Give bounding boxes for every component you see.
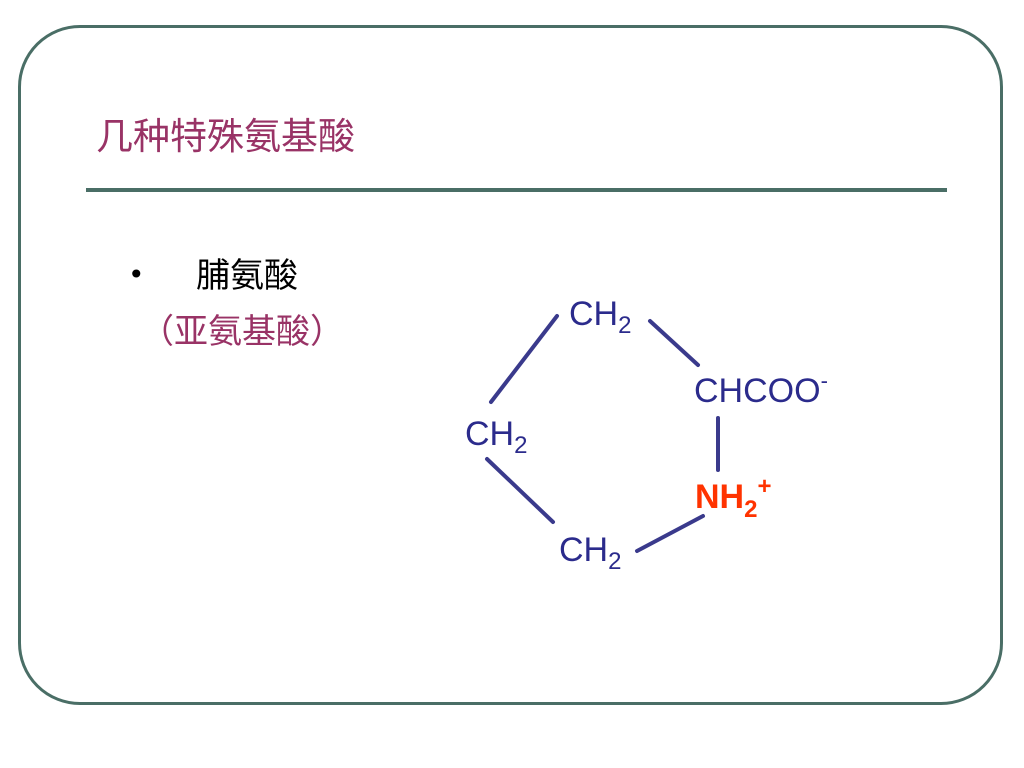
title-divider xyxy=(86,188,947,192)
atom-chcoo: CHCOO- xyxy=(694,368,828,410)
slide-frame xyxy=(18,25,1003,705)
atom-top-ch2: CH2 xyxy=(569,295,631,339)
bond-left-bottom xyxy=(485,457,555,524)
atom-nh2-plus: NH2+ xyxy=(695,473,771,523)
atom-left-ch2: CH2 xyxy=(465,415,527,459)
atom-bottom-ch2: CH2 xyxy=(559,531,621,575)
subtext-imino-acid: （亚氨基酸） xyxy=(140,312,344,352)
bond-top-right xyxy=(648,319,700,367)
bullet-text-proline: 脯氨酸 xyxy=(196,256,298,296)
bond-top-left xyxy=(489,314,559,404)
bullet-marker: • xyxy=(128,258,145,291)
slide-title: 几种特殊氨基酸 xyxy=(96,115,355,158)
bond-bottom-nh2 xyxy=(635,514,705,553)
